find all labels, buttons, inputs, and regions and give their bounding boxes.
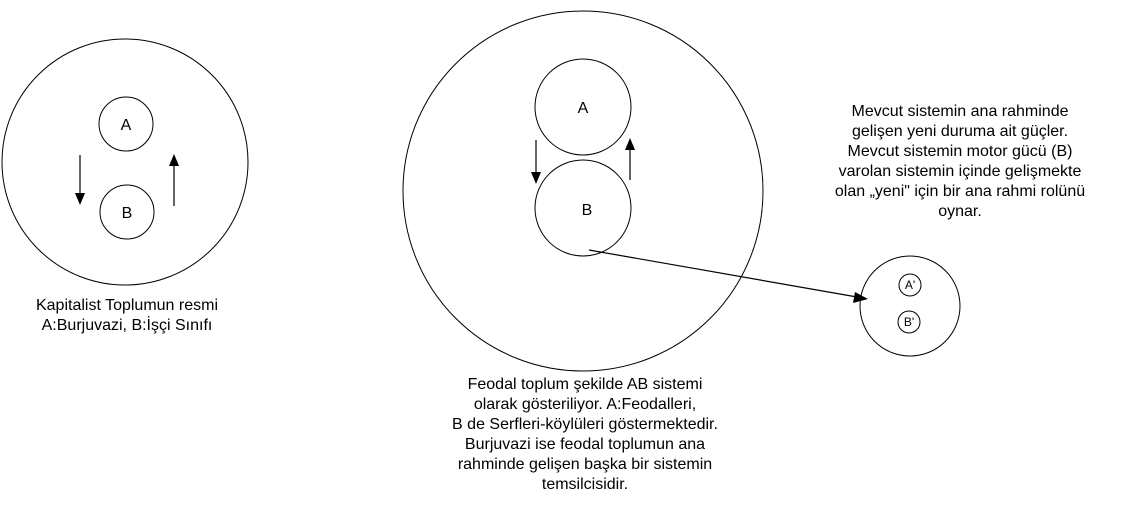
feudal-caption-line-3: B de Serfleri-köylüleri göstermektedir. (452, 416, 718, 433)
capitalist-caption: Kapitalist Toplumun resmi A:Burjuvazi, B… (0, 296, 254, 336)
emergent-caption-line-6: oynar. (938, 203, 982, 220)
feudal-caption-line-4: Burjuvazi ise feodal toplumun ana (464, 436, 706, 453)
emergent-caption-line-5: olan „yeni" için bir ana rahmi rolünü (834, 183, 1086, 200)
b-to-emergent-system-arrow (588, 249, 868, 303)
emergent-caption: Mevcut sistemin ana rahminde gelişen yen… (800, 102, 1120, 222)
emergent-caption-line-1: Mevcut sistemin ana rahminde (851, 103, 1069, 120)
capitalist-node-a (98, 96, 154, 152)
feudal-down-arrow (531, 140, 541, 184)
capitalist-society-circle (1, 38, 249, 286)
capitalist-up-arrow (169, 154, 179, 206)
emergent-node-b-prime (897, 310, 921, 334)
emergent-caption-line-4: varolan sistemin içinde gelişmekte (838, 163, 1082, 180)
feudal-society-circle (402, 10, 764, 372)
feudal-node-a-label: A (578, 100, 589, 117)
capitalist-down-arrow (75, 155, 85, 205)
feudal-caption: Feodal toplum şekilde AB sistemi olarak … (430, 375, 740, 495)
emergent-node-a-prime-label: A' (905, 278, 915, 292)
emergent-system-circle (859, 255, 961, 357)
feudal-node-a (534, 58, 632, 156)
feudal-caption-line-5: rahminde gelişen başka bir sistemin (457, 456, 713, 473)
emergent-node-a-prime (898, 273, 922, 297)
capitalist-caption-line-1: Kapitalist Toplumun resmi (35, 297, 218, 314)
capitalist-node-b-label: B (122, 205, 133, 222)
capitalist-node-a-label: A (121, 117, 132, 134)
feudal-caption-line-2: olarak gösteriliyor. A:Feodalleri, (473, 396, 697, 413)
feudal-node-b (534, 159, 632, 257)
feudal-node-b-label: B (582, 202, 593, 219)
feudal-caption-line-1: Feodal toplum şekilde AB sistemi (467, 376, 703, 393)
emergent-node-b-prime-label: B' (904, 315, 914, 329)
feudal-caption-line-6: temsilcisidir. (541, 476, 629, 493)
capitalist-caption-line-2: A:Burjuvazi, B:İşçi Sınıfı (41, 317, 213, 334)
emergent-caption-line-3: Mevcut sistemin motor gücü (B) (847, 143, 1073, 160)
capitalist-node-b (99, 184, 155, 240)
emergent-caption-line-2: gelişen yeni duruma ait güçler. (851, 123, 1069, 140)
feudal-up-arrow (625, 138, 635, 180)
